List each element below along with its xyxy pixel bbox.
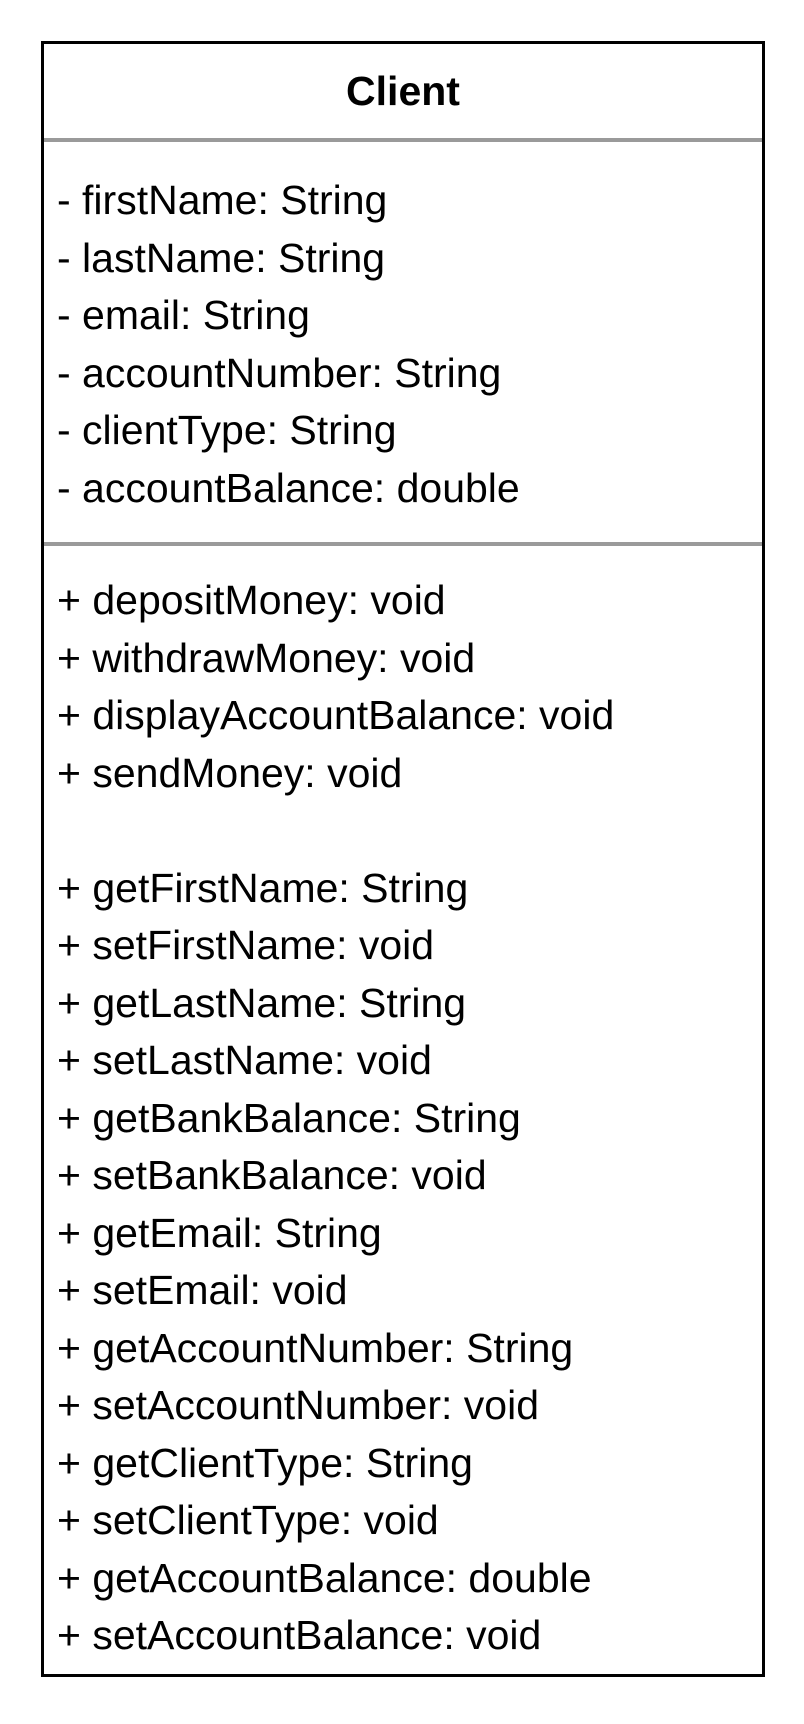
operation: + getClientType: String bbox=[57, 1439, 473, 1486]
attributes-compartment: - firstName: String - lastName: String -… bbox=[44, 142, 762, 542]
operation: + setBankBalance: void bbox=[57, 1152, 487, 1198]
operation: + setLastName: void bbox=[57, 1037, 432, 1083]
attribute: - accountBalance: double bbox=[57, 464, 520, 511]
attribute: - email: String bbox=[57, 292, 310, 338]
attribute: - accountNumber: String bbox=[57, 349, 502, 396]
operation: + getAccountBalance: double bbox=[57, 1554, 592, 1601]
compartment-divider bbox=[44, 542, 762, 546]
compartment-divider bbox=[44, 138, 762, 142]
operation: + withdrawMoney: void bbox=[57, 634, 476, 681]
operation: + setFirstName: void bbox=[57, 922, 435, 968]
operation: + getBankBalance: String bbox=[57, 1094, 521, 1141]
operation: + getFirstName: String bbox=[57, 864, 469, 911]
operation: + getEmail: String bbox=[57, 1209, 382, 1256]
operations-compartment: + depositMoney: void + withdrawMoney: vo… bbox=[44, 546, 762, 1665]
operation: + displayAccountBalance: void bbox=[57, 692, 615, 738]
class-name: Client bbox=[346, 68, 460, 114]
operation: + getLastName: String bbox=[57, 979, 467, 1026]
operation-spacer bbox=[44, 802, 762, 860]
operation: + setClientType: void bbox=[57, 1497, 439, 1543]
operation: + setEmail: void bbox=[57, 1267, 348, 1313]
attribute: - clientType: String bbox=[57, 407, 397, 453]
operation: + getAccountNumber: String bbox=[57, 1324, 574, 1371]
operation: + sendMoney: void bbox=[57, 749, 403, 796]
attribute: - lastName: String bbox=[57, 234, 386, 281]
operation: + depositMoney: void bbox=[57, 577, 446, 623]
attribute: - firstName: String bbox=[57, 177, 388, 223]
uml-class-box: Client - firstName: String - lastName: S… bbox=[41, 41, 765, 1677]
operation: + setAccountBalance: void bbox=[57, 1612, 542, 1658]
operation: + setAccountNumber: void bbox=[57, 1382, 539, 1428]
